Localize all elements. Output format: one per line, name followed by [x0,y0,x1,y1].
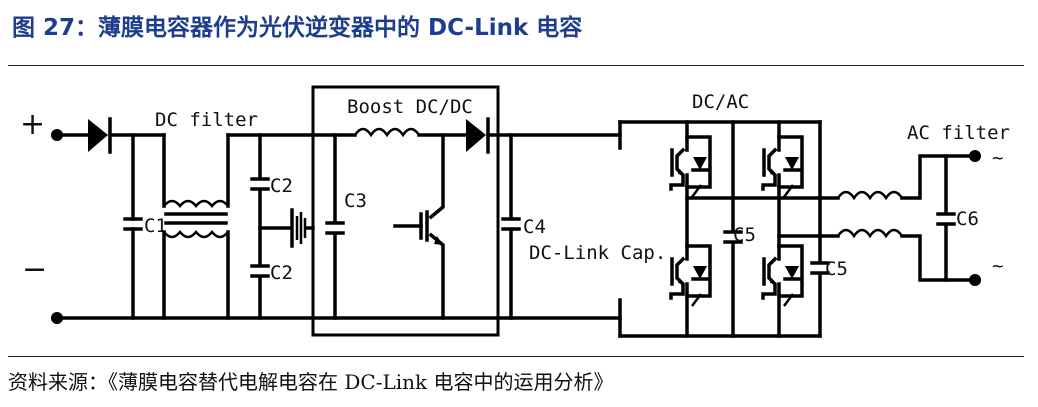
c1-label: C1 [144,215,167,237]
c3-label: C3 [344,190,367,212]
dc-filter-label: DC filter [155,109,258,131]
c4-label: C4 [523,216,546,238]
c2-top-label: C2 [270,175,293,197]
dc-filter-inductor-bottom-icon [163,230,229,239]
c6-label: C6 [956,208,979,230]
figure-source: 资料来源：《薄膜电容替代电解电容在 DC-Link 电容中的运用分析》 [8,370,614,394]
ac-wave-bottom-label: ~ [992,255,1003,277]
boost-inductor-icon [353,127,421,138]
igbt-upper-left-icon [669,135,712,199]
dcac-label: DC/AC [692,91,749,113]
boost-diode-icon [466,119,486,152]
pv-battery-icon [290,208,307,248]
ac-filter-label: AC filter [907,122,1010,144]
ac-wave-top-label: ~ [992,147,1003,169]
figure-title: 图 27：薄膜电容器作为光伏逆变器中的 DC-Link 电容 [12,15,583,41]
ac-inductor-top-icon [836,190,904,201]
bottom-divider [8,356,1024,357]
dc-filter-inductor-top-icon [163,199,229,208]
igbt-upper-right-icon [761,135,804,199]
c5-mid-label: C5 [733,224,756,246]
ac-inductor-bottom-icon [836,228,904,239]
igbt-lower-left-icon [669,244,712,308]
c5-right-label: C5 [825,258,848,280]
minus-terminal-label: − [22,252,47,287]
ac-terminal-top-icon [969,150,981,162]
boost-label: Boost DC/DC [347,96,473,118]
plus-terminal-label: + [20,107,45,142]
dclink-cap-label: DC-Link Cap. [529,242,666,264]
boost-transistor-icon [393,133,445,320]
c2-bottom-label: C2 [270,262,293,284]
input-diode-icon [88,119,108,152]
igbt-lower-right-icon [761,244,804,308]
top-divider [8,65,1024,66]
ac-terminal-bottom-icon [969,274,981,286]
boost-converter-box [311,85,500,337]
